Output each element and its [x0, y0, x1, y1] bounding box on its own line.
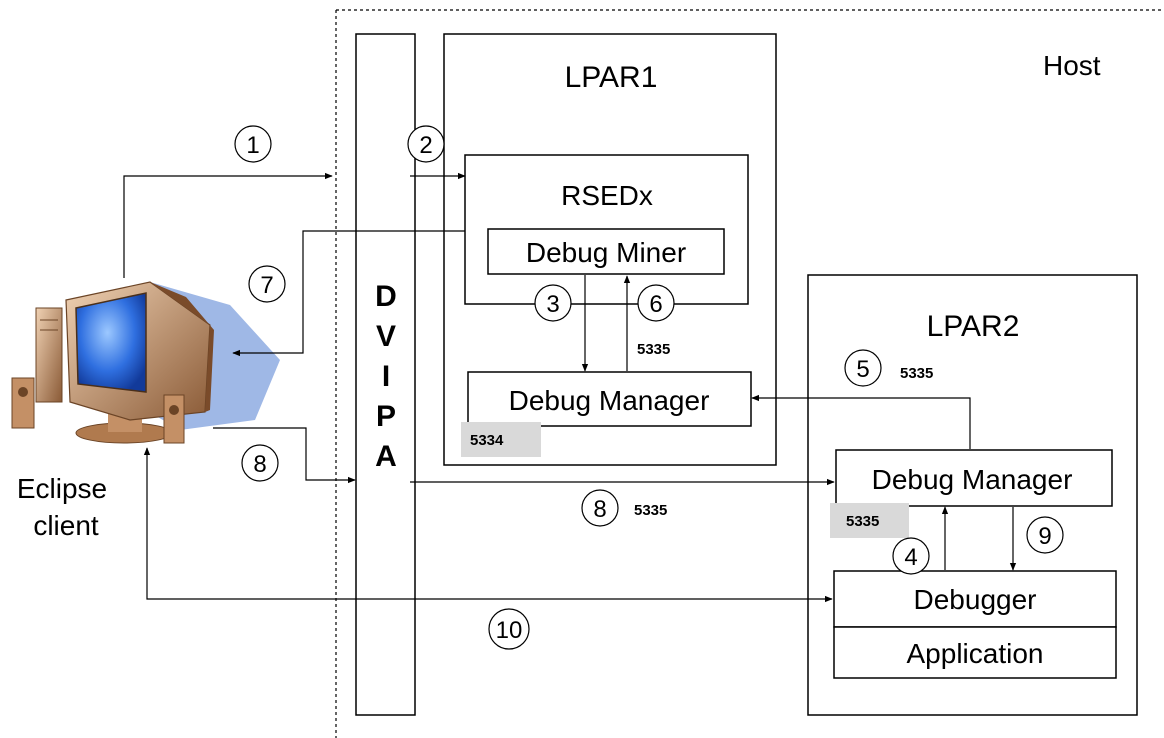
step-8b-number: 8 — [593, 496, 606, 523]
lpar2-debug-manager-box — [835, 449, 1113, 507]
step-10-marker: 10 — [488, 608, 530, 650]
port-label-step-6: 5335 — [637, 341, 670, 358]
step-9-marker: 9 — [1026, 516, 1064, 554]
arrow-step-5 — [751, 394, 971, 449]
step-9-number: 9 — [1038, 523, 1051, 550]
port-label-step-5: 5335 — [900, 365, 933, 382]
debugger-label: Debugger — [914, 584, 1037, 615]
step-3-number: 3 — [546, 291, 559, 318]
debug-miner-label: Debug Miner — [526, 237, 686, 268]
lpar1-port-label: 5334 — [470, 432, 504, 449]
arrow-step-1 — [123, 172, 333, 278]
step-8a-marker: 8 — [241, 444, 279, 482]
rsed-box — [464, 154, 749, 305]
lpar1-debug-manager-box — [467, 371, 752, 427]
dvipa-letter: P — [376, 400, 396, 433]
lpar2-label: LPAR2 — [927, 310, 1020, 343]
step-7-number: 7 — [260, 272, 273, 299]
lpar1-debug-manager-label: Debug Manager — [509, 385, 710, 416]
step-2-number: 2 — [419, 132, 432, 159]
step-7-marker: 7 — [248, 265, 286, 303]
step-5-marker: 5 — [844, 349, 882, 387]
step-5-number: 5 — [856, 356, 869, 383]
lpar2-debug-manager-label: Debug Manager — [872, 464, 1073, 495]
arrow-step-7 — [232, 230, 465, 357]
host-label: Host — [1043, 50, 1101, 81]
step-4-marker: 4 — [892, 537, 930, 575]
debug-miner-box — [487, 228, 725, 275]
step-1-marker: 1 — [234, 125, 272, 163]
step-10-number: 10 — [496, 617, 523, 644]
step-8a-number: 8 — [253, 451, 266, 478]
debugger-box — [833, 570, 1117, 628]
step-6-number: 6 — [649, 291, 662, 318]
client-label-line2: client — [33, 510, 99, 541]
rsed-label: RSEDx — [561, 180, 653, 211]
arrow-step-8-client-to-dvipa — [213, 427, 356, 484]
arrow-step-10 — [143, 447, 833, 603]
lpar1-label: LPAR1 — [565, 61, 658, 94]
step-6-marker: 6 — [637, 284, 675, 322]
lpar2-port-label: 5335 — [846, 513, 879, 530]
dvipa-letter: A — [375, 440, 397, 473]
dvipa-letter: I — [382, 360, 390, 393]
step-1-number: 1 — [246, 132, 259, 159]
client-label-line1: Eclipse — [17, 473, 107, 504]
step-2-marker: 2 — [407, 125, 445, 163]
application-box — [833, 626, 1117, 679]
dvipa-letter: D — [375, 280, 397, 313]
application-label: Application — [907, 638, 1044, 669]
computer-icon — [11, 281, 280, 444]
step-4-number: 4 — [904, 544, 917, 571]
dvipa-letter: V — [376, 320, 396, 353]
lpar2-port-badge — [830, 503, 909, 538]
port-label-step-8: 5335 — [634, 502, 667, 519]
step-8b-marker: 8 — [581, 489, 619, 527]
host-boundary — [335, 9, 1164, 738]
step-3-marker: 3 — [534, 284, 572, 322]
